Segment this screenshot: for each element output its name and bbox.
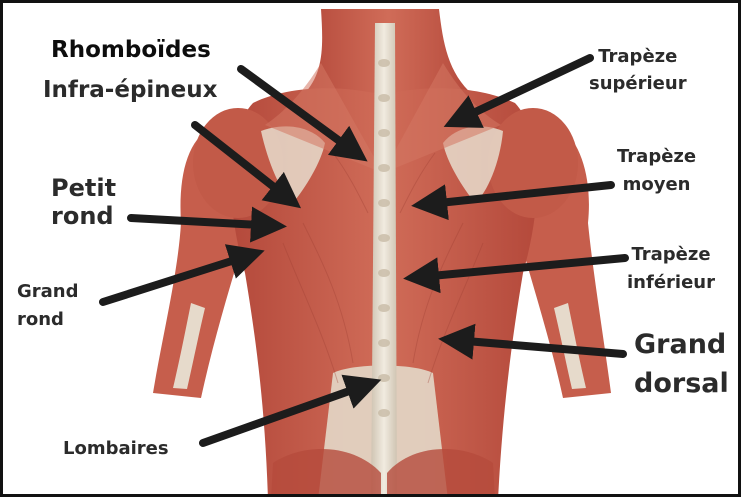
label-petit-rond-line2: rond bbox=[51, 203, 116, 231]
label-grand-dorsal-line1: Grand bbox=[634, 325, 729, 364]
label-trapeze-superieur-line1: Trapèze bbox=[589, 43, 687, 70]
label-trapeze-inferieur: Trapèze inférieur bbox=[627, 241, 715, 297]
label-trapeze-moyen-line2: moyen bbox=[617, 171, 696, 199]
label-infra-epineux: Infra-épineux bbox=[43, 77, 217, 103]
label-rhomboides: Rhomboïdes bbox=[51, 37, 211, 63]
label-trapeze-moyen: Trapèze moyen bbox=[617, 143, 696, 199]
label-grand-dorsal-line2: dorsal bbox=[634, 364, 729, 403]
label-lombaires: Lombaires bbox=[63, 439, 169, 460]
label-grand-rond-line2: rond bbox=[17, 306, 79, 334]
label-trapeze-superieur-line2: supérieur bbox=[589, 70, 687, 97]
label-trapeze-superieur: Trapèze supérieur bbox=[589, 43, 687, 97]
label-petit-rond-line1: Petit bbox=[51, 175, 116, 203]
label-rhomboides-text: Rhomboïdes bbox=[51, 37, 211, 63]
label-grand-dorsal: Grand dorsal bbox=[634, 325, 729, 403]
arrow-trapeze-superieur bbox=[469, 58, 590, 115]
label-grand-rond-line1: Grand bbox=[17, 278, 79, 306]
label-petit-rond: Petit rond bbox=[51, 175, 116, 230]
label-grand-rond: Grand rond bbox=[17, 278, 79, 334]
label-trapeze-inferieur-line1: Trapèze bbox=[627, 241, 715, 269]
label-lombaires-text: Lombaires bbox=[63, 439, 169, 460]
label-trapeze-moyen-line1: Trapèze bbox=[617, 143, 696, 171]
label-infra-epineux-text: Infra-épineux bbox=[43, 77, 217, 103]
label-trapeze-inferieur-line2: inférieur bbox=[627, 269, 715, 297]
